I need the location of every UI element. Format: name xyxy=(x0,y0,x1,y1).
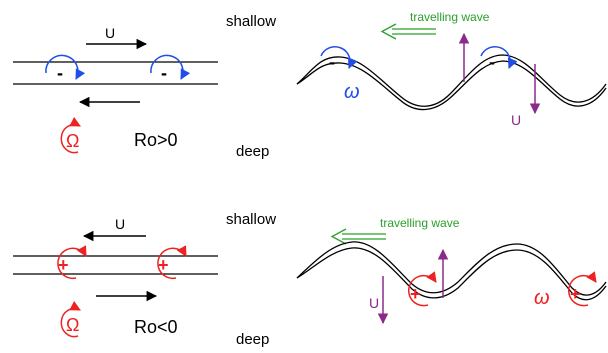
top-panel: U - - Ω Ro>0 shallow deep travelling wav… xyxy=(13,10,607,160)
counterclockwise-arrow-icon xyxy=(60,300,81,338)
bottom-wave-vortex-right: + xyxy=(567,271,597,307)
top-wave-curve-1 xyxy=(296,54,607,107)
counterclockwise-arrow-icon xyxy=(567,271,597,307)
top-wave-vortex-left-sign: - xyxy=(329,52,335,72)
top-omega-rotation: Ω xyxy=(60,116,81,154)
bottom-wave-curve-1 xyxy=(296,241,607,296)
bottom-ro-label: Ro<0 xyxy=(134,317,178,337)
bottom-vortex-left: + xyxy=(57,245,87,280)
clockwise-arrow-icon xyxy=(45,54,86,80)
top-wave-vortex-left: - xyxy=(320,46,358,72)
bottom-wave-direction-arrow xyxy=(330,228,386,245)
bottom-vortex-right: + xyxy=(157,245,187,280)
top-wave-vortex-right-sign: - xyxy=(489,52,495,72)
bottom-vortex-right-sign: + xyxy=(158,255,169,275)
clockwise-arrow-icon xyxy=(480,46,518,69)
bottom-wave-vortex-left-sign: + xyxy=(410,284,421,304)
top-u-label: U xyxy=(105,25,115,41)
bottom-wave-curve-2 xyxy=(296,247,607,301)
top-velocity-label: U xyxy=(511,112,521,128)
counterclockwise-arrow-icon xyxy=(57,245,87,280)
bottom-u-label: U xyxy=(115,216,125,232)
top-shallow-label: shallow xyxy=(226,13,276,30)
top-vortex-left-sign: - xyxy=(57,63,63,83)
top-deep-label: deep xyxy=(236,143,269,160)
bottom-panel: U + + Ω Ro<0 shallow deep travelling wav… xyxy=(13,211,607,348)
bottom-wave-label: travelling wave xyxy=(380,216,460,230)
top-wave-vortex-right: - xyxy=(480,46,518,72)
bottom-vortex-left-sign: + xyxy=(58,255,69,275)
bottom-omega-rotation: Ω xyxy=(60,300,81,338)
bottom-small-omega: ω xyxy=(534,287,550,309)
bottom-velocity-label: U xyxy=(369,295,379,311)
bottom-wave-vortex-right-sign: + xyxy=(570,284,581,304)
bottom-deep-label: deep xyxy=(236,331,269,348)
top-wave-curve-2 xyxy=(296,60,607,111)
clockwise-arrow-icon xyxy=(320,46,358,69)
bottom-omega-symbol: Ω xyxy=(66,315,79,335)
top-vortex-right: - xyxy=(150,54,191,83)
counterclockwise-arrow-icon xyxy=(407,271,437,307)
top-ro-label: Ro>0 xyxy=(134,130,178,150)
top-wave-direction-arrow xyxy=(380,23,436,40)
top-vortex-left: - xyxy=(45,54,86,83)
top-small-omega: ω xyxy=(344,81,360,103)
top-omega-symbol: Ω xyxy=(66,131,79,151)
clockwise-arrow-icon xyxy=(150,54,191,80)
counterclockwise-arrow-icon xyxy=(157,245,187,280)
counterclockwise-arrow-icon xyxy=(60,116,81,154)
top-vortex-right-sign: - xyxy=(161,63,167,83)
bottom-wave-vortex-left: + xyxy=(407,271,437,307)
top-wave-label: travelling wave xyxy=(410,10,490,24)
bottom-shallow-label: shallow xyxy=(226,211,276,228)
